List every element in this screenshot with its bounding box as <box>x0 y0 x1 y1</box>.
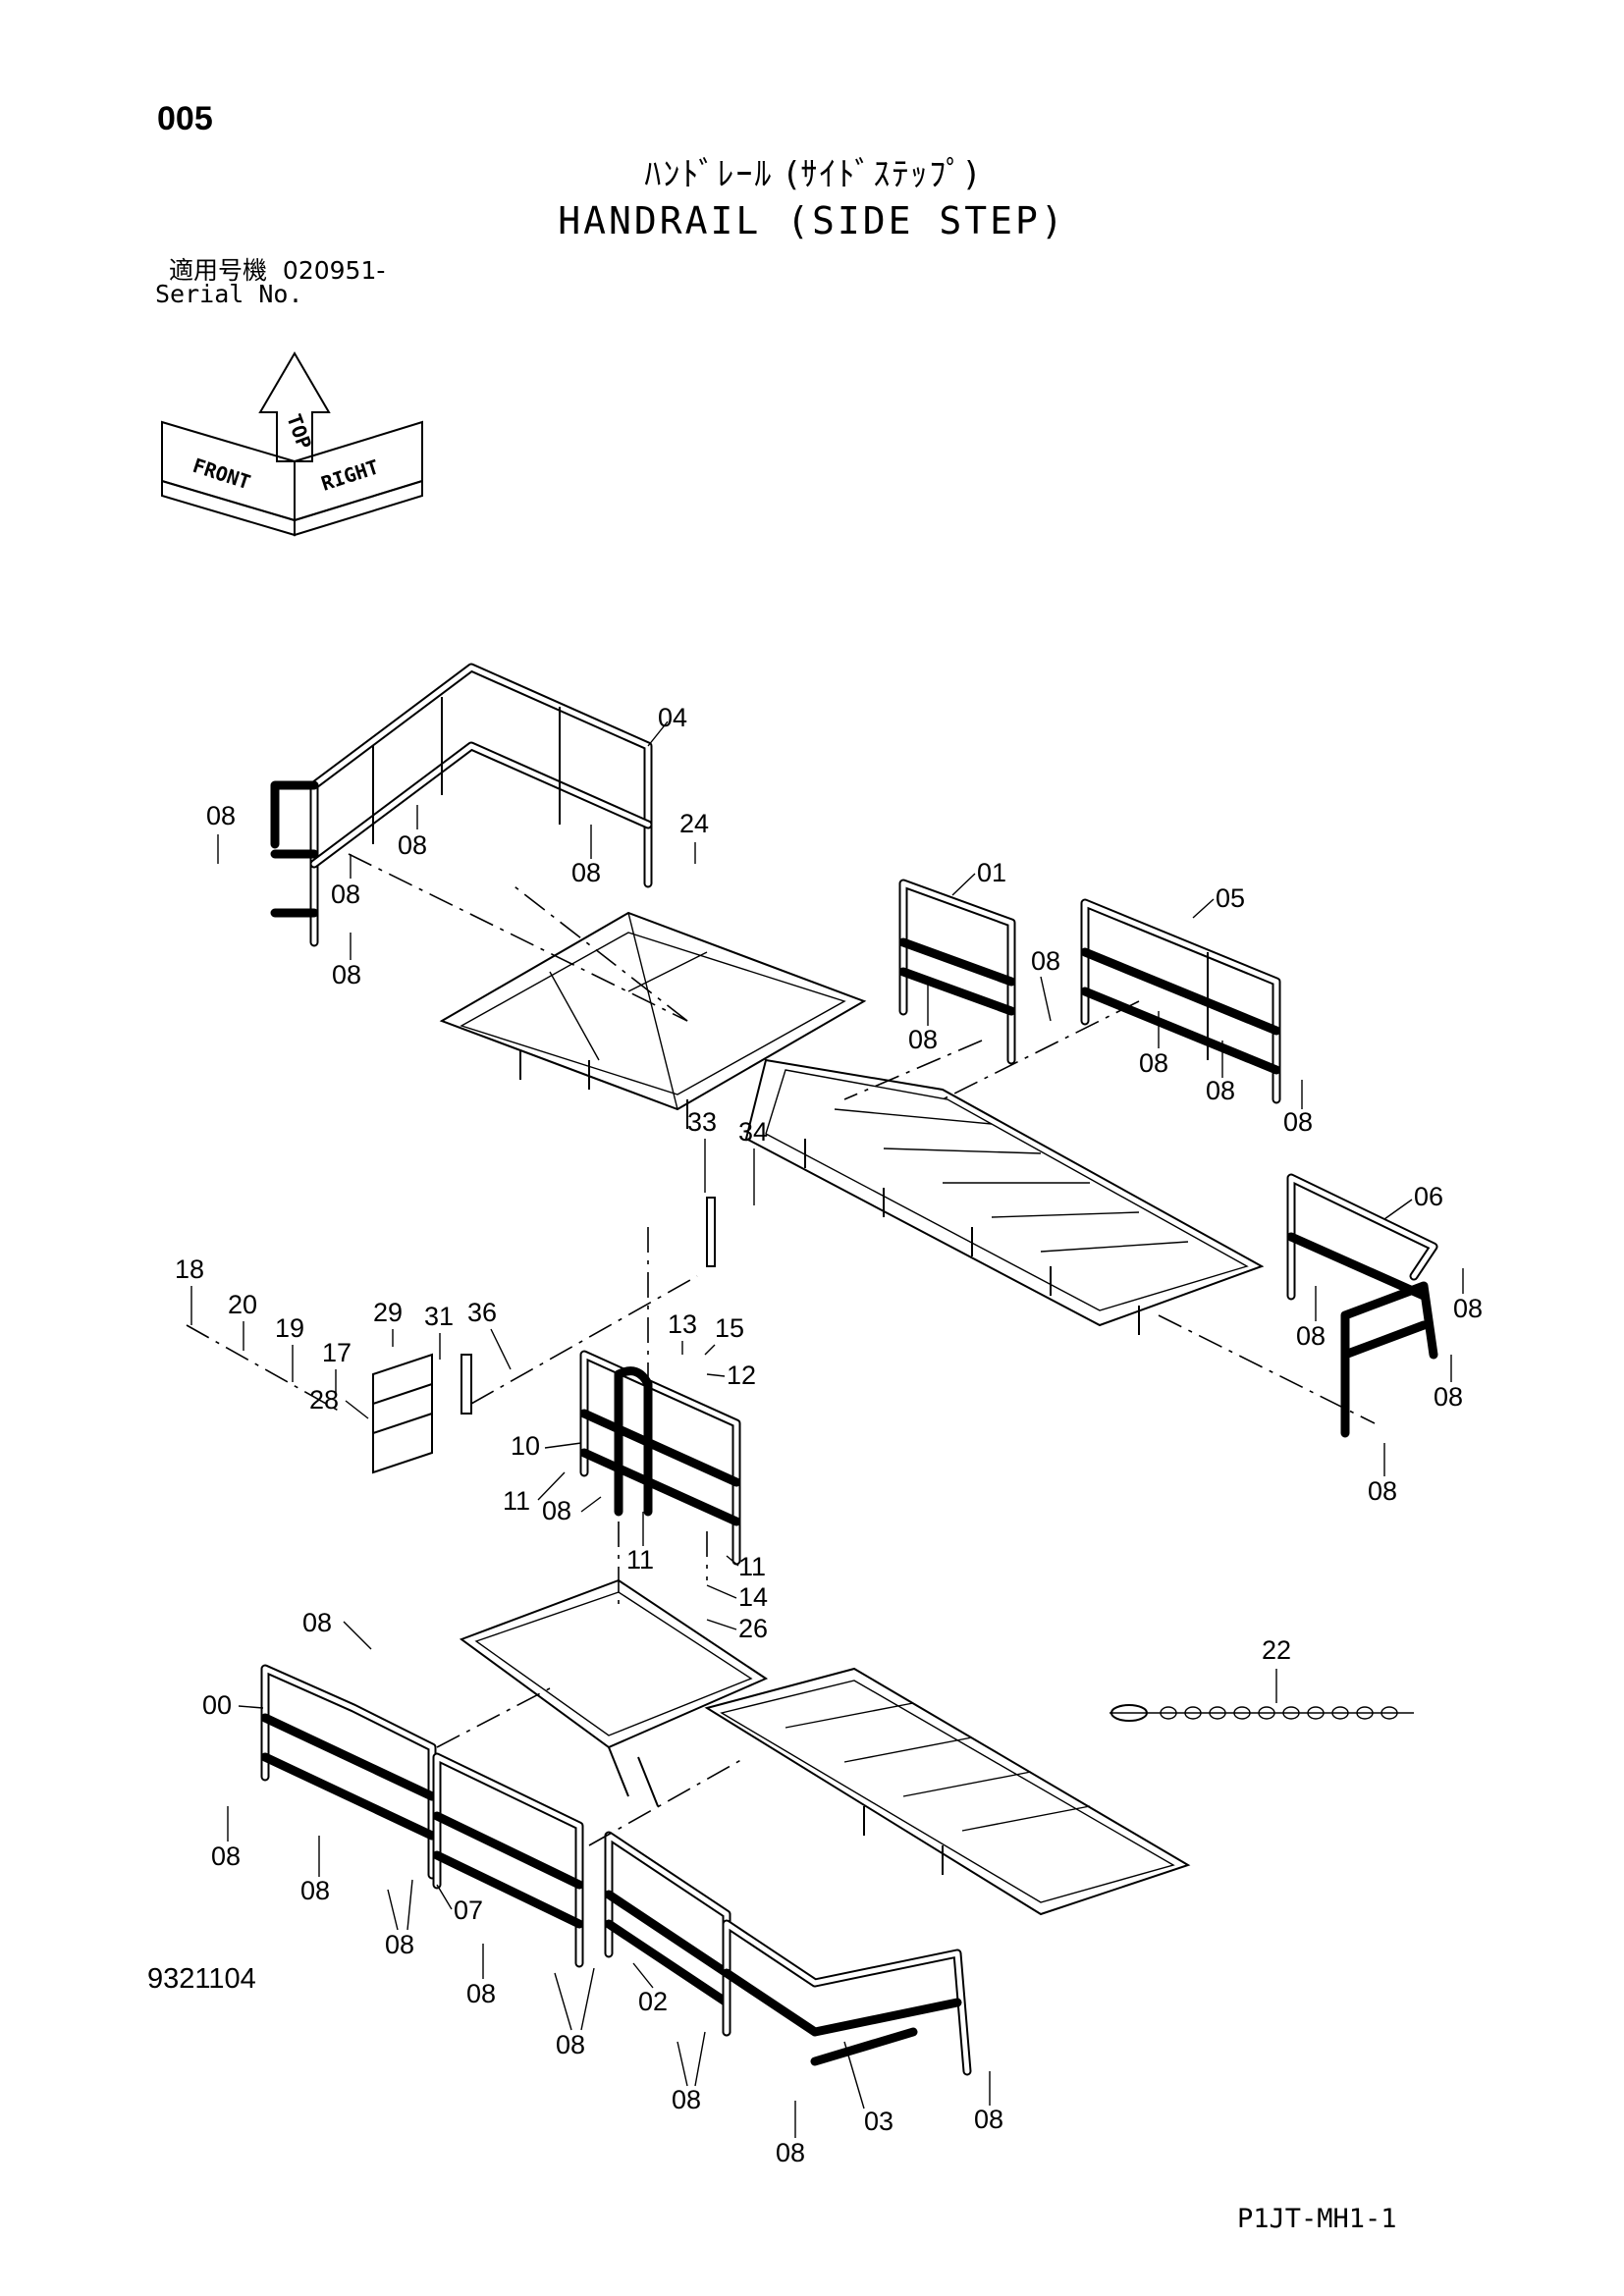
callout: 06 <box>1414 1182 1443 1211</box>
callout: 08 <box>542 1496 571 1525</box>
callout: 12 <box>727 1361 756 1390</box>
callout: 31 <box>424 1302 454 1331</box>
callout: 11 <box>503 1486 530 1516</box>
callout: 29 <box>373 1298 403 1327</box>
callout: 08 <box>1139 1048 1168 1078</box>
handrail-05 <box>1080 898 1281 1104</box>
orientation-indicator: TOP FRONT RIGHT <box>161 351 423 537</box>
handrail-07 <box>432 1752 584 1968</box>
handrail-03 <box>722 1919 972 2076</box>
callout: 20 <box>228 1290 257 1319</box>
callout: 08 <box>331 880 360 909</box>
callout: 08 <box>211 1842 241 1871</box>
callout: 11 <box>738 1552 766 1581</box>
callout: 08 <box>466 1979 496 2008</box>
callout: 14 <box>738 1582 768 1612</box>
callout: 18 <box>175 1255 204 1284</box>
chain-22 <box>1110 1704 1414 1722</box>
handrail-10 <box>579 1350 741 1566</box>
callout: 26 <box>738 1614 768 1643</box>
document-number: 9321104 <box>147 1963 256 1995</box>
callout: 00 <box>202 1690 232 1720</box>
title-english: HANDRAIL (SIDE STEP) <box>558 199 1066 242</box>
callout: 15 <box>715 1313 744 1343</box>
callout: 08 <box>974 2105 1003 2134</box>
callout: 02 <box>638 1987 668 2016</box>
callout: 08 <box>1206 1076 1235 1105</box>
callout: 07 <box>454 1896 483 1925</box>
callout: 11 <box>626 1545 654 1575</box>
top-arrow <box>258 351 331 462</box>
callout: 08 <box>672 2085 701 2114</box>
callout: 08 <box>776 2138 805 2167</box>
page-code: P1JT-MH1-1 <box>1237 2204 1397 2234</box>
page-number: 005 <box>157 100 213 137</box>
callout: 05 <box>1216 883 1245 913</box>
callout: 08 <box>908 1025 938 1054</box>
callout: 13 <box>668 1309 697 1339</box>
handrail-06 <box>1286 1173 1438 1438</box>
callout: 22 <box>1262 1635 1291 1665</box>
serial-value: 020951- <box>282 256 386 285</box>
serial-line-jp: 適用号機 020951- <box>169 251 385 287</box>
callout: 17 <box>322 1338 352 1367</box>
callout: 08 <box>1031 946 1060 976</box>
handrail-01 <box>898 879 1016 1065</box>
serial-label-en: Serial No. <box>155 280 303 308</box>
callout: 19 <box>275 1313 304 1343</box>
callout: 08 <box>1368 1476 1397 1506</box>
callout: 08 <box>571 858 601 887</box>
callout: 08 <box>1453 1294 1483 1323</box>
callout: 36 <box>467 1298 497 1327</box>
title-japanese: ﾊﾝﾄﾞﾚｰﾙ (ｻｲﾄﾞｽﾃｯﾌﾟ) <box>644 155 980 194</box>
assembly-lines <box>186 853 1376 1846</box>
callout: 08 <box>1434 1382 1463 1412</box>
callout: 04 <box>658 703 687 732</box>
callout: 24 <box>679 809 709 838</box>
callout: 10 <box>511 1431 540 1461</box>
lower-frame <box>459 1578 1191 1916</box>
callout: 08 <box>206 801 236 830</box>
serial-label-jp: 適用号機 <box>169 256 268 285</box>
top-label: TOP <box>282 411 316 453</box>
callout: 08 <box>385 1930 414 1959</box>
callout: 08 <box>1283 1107 1313 1137</box>
callout: 08 <box>300 1876 330 1905</box>
front-label: FRONT <box>189 454 253 494</box>
callout: 34 <box>738 1117 768 1147</box>
callout: 03 <box>864 2107 893 2136</box>
handrail-00 <box>260 1664 437 1880</box>
callout: 08 <box>332 960 361 989</box>
callout: 08 <box>556 2030 585 2059</box>
callout: 08 <box>302 1608 332 1637</box>
callout-layer: 04 08 08 08 08 24 08 01 05 08 08 08 08 0… <box>175 703 1483 2167</box>
right-label: RIGHT <box>318 454 382 495</box>
callout: 01 <box>977 858 1006 887</box>
callout: 33 <box>687 1107 717 1137</box>
step-ladder-28 <box>372 1197 716 1474</box>
callout: 28 <box>309 1385 339 1415</box>
callout: 08 <box>398 830 427 860</box>
handrail-04 <box>270 663 653 947</box>
upper-frame <box>439 911 1265 1335</box>
callout: 08 <box>1296 1321 1326 1351</box>
